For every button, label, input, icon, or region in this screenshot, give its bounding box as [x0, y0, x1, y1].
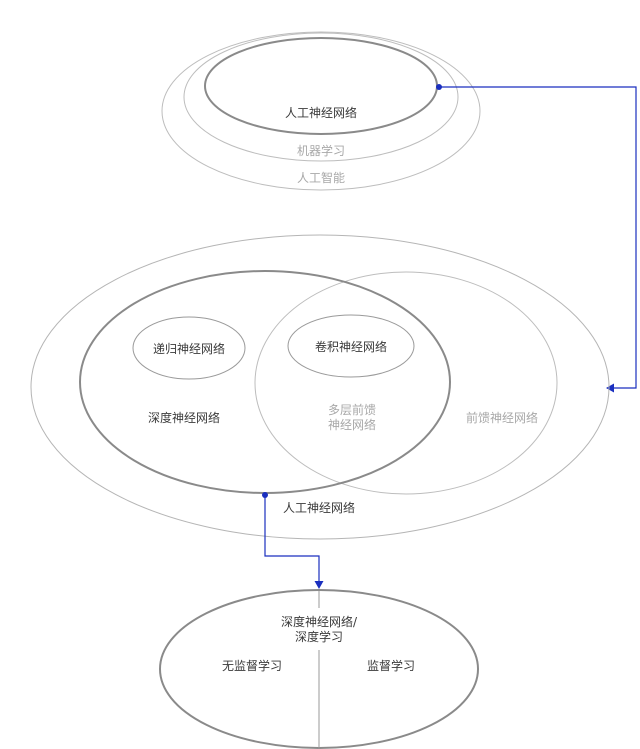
- ellipse-deep-neural-network: [79, 270, 451, 494]
- arrowhead-left: [606, 383, 614, 393]
- label-deep-neural-network: 深度神经网络: [148, 410, 220, 425]
- label-ann-top: 人工神经网络: [285, 105, 357, 120]
- label-machine-learning: 机器学习: [297, 143, 345, 158]
- label-multilayer-feedforward-line2: 神经网络: [328, 417, 376, 432]
- ellipse-machine-learning: [183, 32, 459, 162]
- label-artificial-intelligence: 人工智能: [297, 170, 345, 185]
- label-convolutional-network: 卷积神经网络: [315, 339, 387, 354]
- label-deep-learning-line2: 深度学习: [295, 629, 343, 644]
- label-supervised-learning: 监督学习: [367, 658, 415, 673]
- label-artificial-neural-network: 人工神经网络: [283, 500, 355, 515]
- ellipse-feedforward-network: [254, 271, 558, 495]
- ellipse-convolutional-network: [287, 314, 415, 378]
- ellipse-recurrent-network: [132, 316, 246, 380]
- arrowhead-down: [314, 581, 324, 589]
- connector-top-to-middle: [436, 84, 637, 393]
- label-multilayer-feedforward-line1: 多层前馈: [328, 402, 376, 417]
- ellipse-artificial-neural-network: [30, 234, 610, 540]
- ellipse-artificial-intelligence: [161, 31, 481, 191]
- connector-middle-to-bottom: [262, 492, 324, 589]
- label-unsupervised-learning: 无监督学习: [222, 658, 282, 673]
- label-feedforward-network: 前馈神经网络: [466, 410, 538, 425]
- label-deep-learning-line1: 深度神经网络/: [281, 614, 358, 629]
- label-recurrent-network: 递归神经网络: [153, 341, 225, 356]
